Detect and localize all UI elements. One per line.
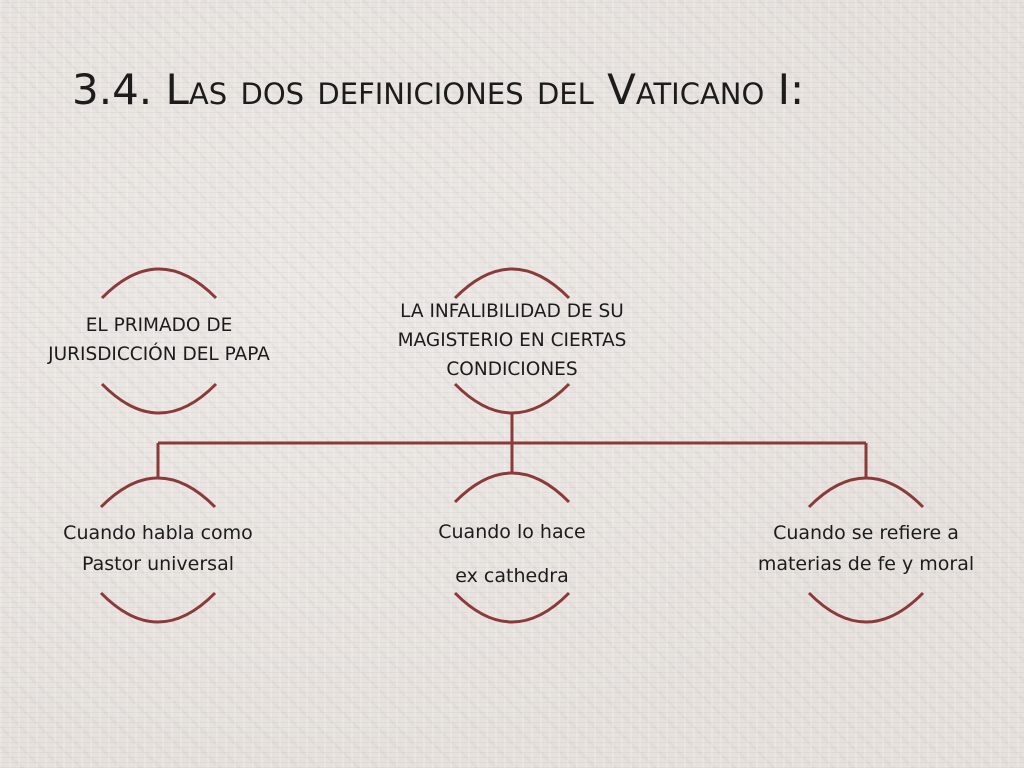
node-pastor-line-1: Cuando habla como [63, 522, 253, 544]
node-infalibilidad-bottom-arc [453, 382, 571, 415]
node-pastor-top-arc [99, 476, 217, 509]
node-pastor-bottom-arc [99, 591, 217, 624]
node-infalibilidad-line-2: MAGISTERIO EN CIERTAS [397, 330, 627, 351]
title-prefix: 3.4. L [72, 65, 189, 114]
node-primado-line-2: JURISDICCIÓN DEL PAPA [48, 344, 270, 365]
node-pastor-line-2: Pastor universal [82, 553, 234, 575]
node-infalibilidad-top-arc [453, 267, 571, 300]
title-cap-3: I: [777, 65, 805, 114]
node-materias-top-arc [807, 476, 925, 509]
node-cathedra-top-arc [453, 471, 571, 504]
node-cathedra-line-1: Cuando lo hace [438, 521, 586, 543]
node-cathedra-text: Cuando lo hace ex cathedra [372, 510, 652, 598]
node-cathedra-bottom-arc [453, 591, 571, 624]
node-infalibilidad-line-3: CONDICIONES [446, 359, 578, 380]
slide-title: 3.4. Las dos definiciones del Vaticano I… [72, 62, 804, 118]
node-primado-line-1: EL PRIMADO DE [85, 315, 233, 336]
title-part-1: as dos definiciones del [188, 65, 608, 114]
node-pastor-text: Cuando habla como Pastor universal [18, 518, 298, 580]
node-primado-bottom-arc [100, 382, 218, 415]
node-infalibilidad-line-1: LA INFALIBILIDAD DE SU [400, 301, 624, 322]
title-part-2: aticano [635, 65, 778, 114]
node-materias-text: Cuando se refiere a materias de fe y mor… [721, 518, 1011, 580]
node-primado-top-arc [100, 267, 218, 300]
node-infalibilidad-text: LA INFALIBILIDAD DE SU MAGISTERIO EN CIE… [362, 297, 662, 384]
node-cathedra-line-2: ex cathedra [455, 565, 569, 587]
node-materias-line-2: materias de fe y moral [757, 553, 975, 575]
node-materias-bottom-arc [807, 591, 925, 624]
node-materias-line-1: Cuando se refiere a [773, 522, 959, 544]
title-cap-2: V [607, 65, 636, 114]
node-primado-text: EL PRIMADO DE JURISDICCIÓN DEL PAPA [19, 311, 299, 369]
